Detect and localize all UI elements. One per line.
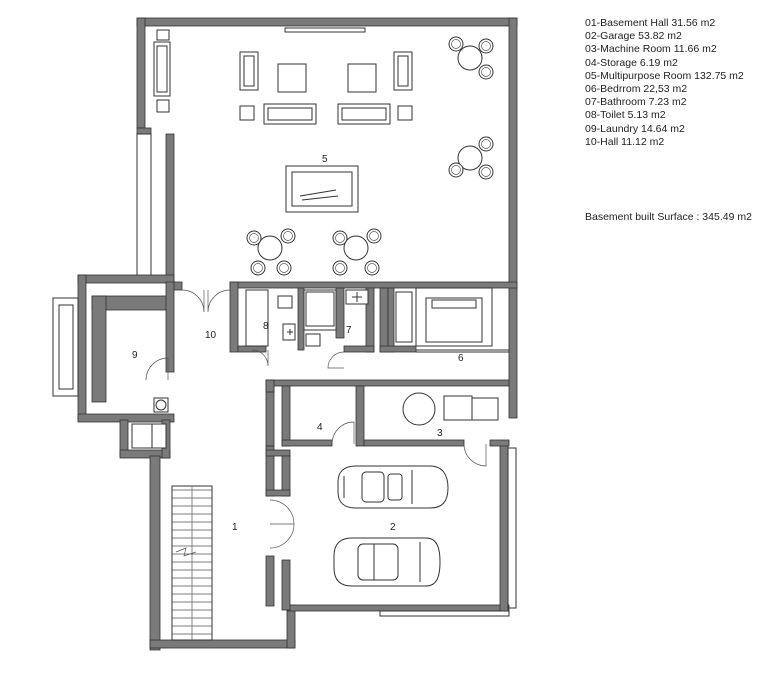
room-label-8: 8: [263, 321, 269, 332]
legend-item: 10-Hall 11.12 m2: [585, 135, 665, 148]
chair: [478, 64, 494, 80]
round-table-group: [448, 136, 494, 180]
legend-item: 03-Machine Room 11.66 m2: [585, 43, 717, 56]
doors: [145, 289, 487, 549]
built-surface-note: Basement built Surface : 345.49 m2: [585, 211, 752, 223]
round-table: [457, 145, 483, 171]
interior-walls: [165, 281, 518, 611]
round-table-group: [448, 36, 494, 80]
legend-item: 09-Laundry 14.64 m2: [585, 122, 685, 135]
room-label-4: 4: [317, 422, 323, 433]
round-table: [343, 235, 369, 261]
chair: [250, 260, 266, 276]
room-label-10: 10: [205, 330, 217, 341]
round-table: [457, 45, 483, 71]
round-table: [257, 235, 283, 261]
chair: [276, 260, 292, 276]
chair: [478, 164, 494, 180]
round-table-group: [332, 228, 382, 276]
chair: [366, 228, 382, 244]
chair: [246, 230, 262, 246]
car-sedan: [333, 537, 441, 587]
chair: [478, 136, 494, 152]
legend-item: 06-Bedrrom 22,53 m2: [585, 83, 688, 96]
chair: [448, 162, 464, 178]
legend-item: 01-Basement Hall 31.56 m2: [585, 17, 716, 29]
chair: [448, 36, 464, 52]
legend-item: 04-Storage 6.19 m2: [585, 56, 678, 69]
area-legend: 01-Basement Hall 31.56 m2 02-Garage 53.8…: [585, 17, 744, 149]
room-label-1: 1: [232, 522, 238, 533]
room-labels: 1 2 3 4 5 6 7 8 9 10: [132, 154, 464, 533]
round-table-group: [246, 228, 296, 276]
chair: [332, 260, 348, 276]
chair: [364, 260, 380, 276]
room-label-7: 7: [346, 325, 352, 336]
room-label-9: 9: [132, 350, 138, 361]
car-convertible: [337, 465, 449, 509]
chair: [280, 228, 296, 244]
room-label-3: 3: [437, 428, 443, 439]
legend-item: 02-Garage 53.82 m2: [585, 30, 682, 43]
legend-item: 05-Multipurpose Room 132.75 m2: [585, 69, 744, 82]
room-label-5: 5: [322, 154, 328, 165]
legend-item: 08-Toilet 5.13 m2: [585, 109, 666, 122]
room-label-2: 2: [390, 522, 396, 533]
legend-item: 07-Bathroom 7.23 m2: [585, 96, 687, 109]
fixtures: [131, 287, 499, 449]
chair: [478, 38, 494, 54]
chair: [332, 230, 348, 246]
outer-walls: [52, 17, 518, 651]
stairs: [171, 485, 213, 641]
furniture: [153, 27, 494, 276]
room-label-6: 6: [458, 353, 464, 364]
